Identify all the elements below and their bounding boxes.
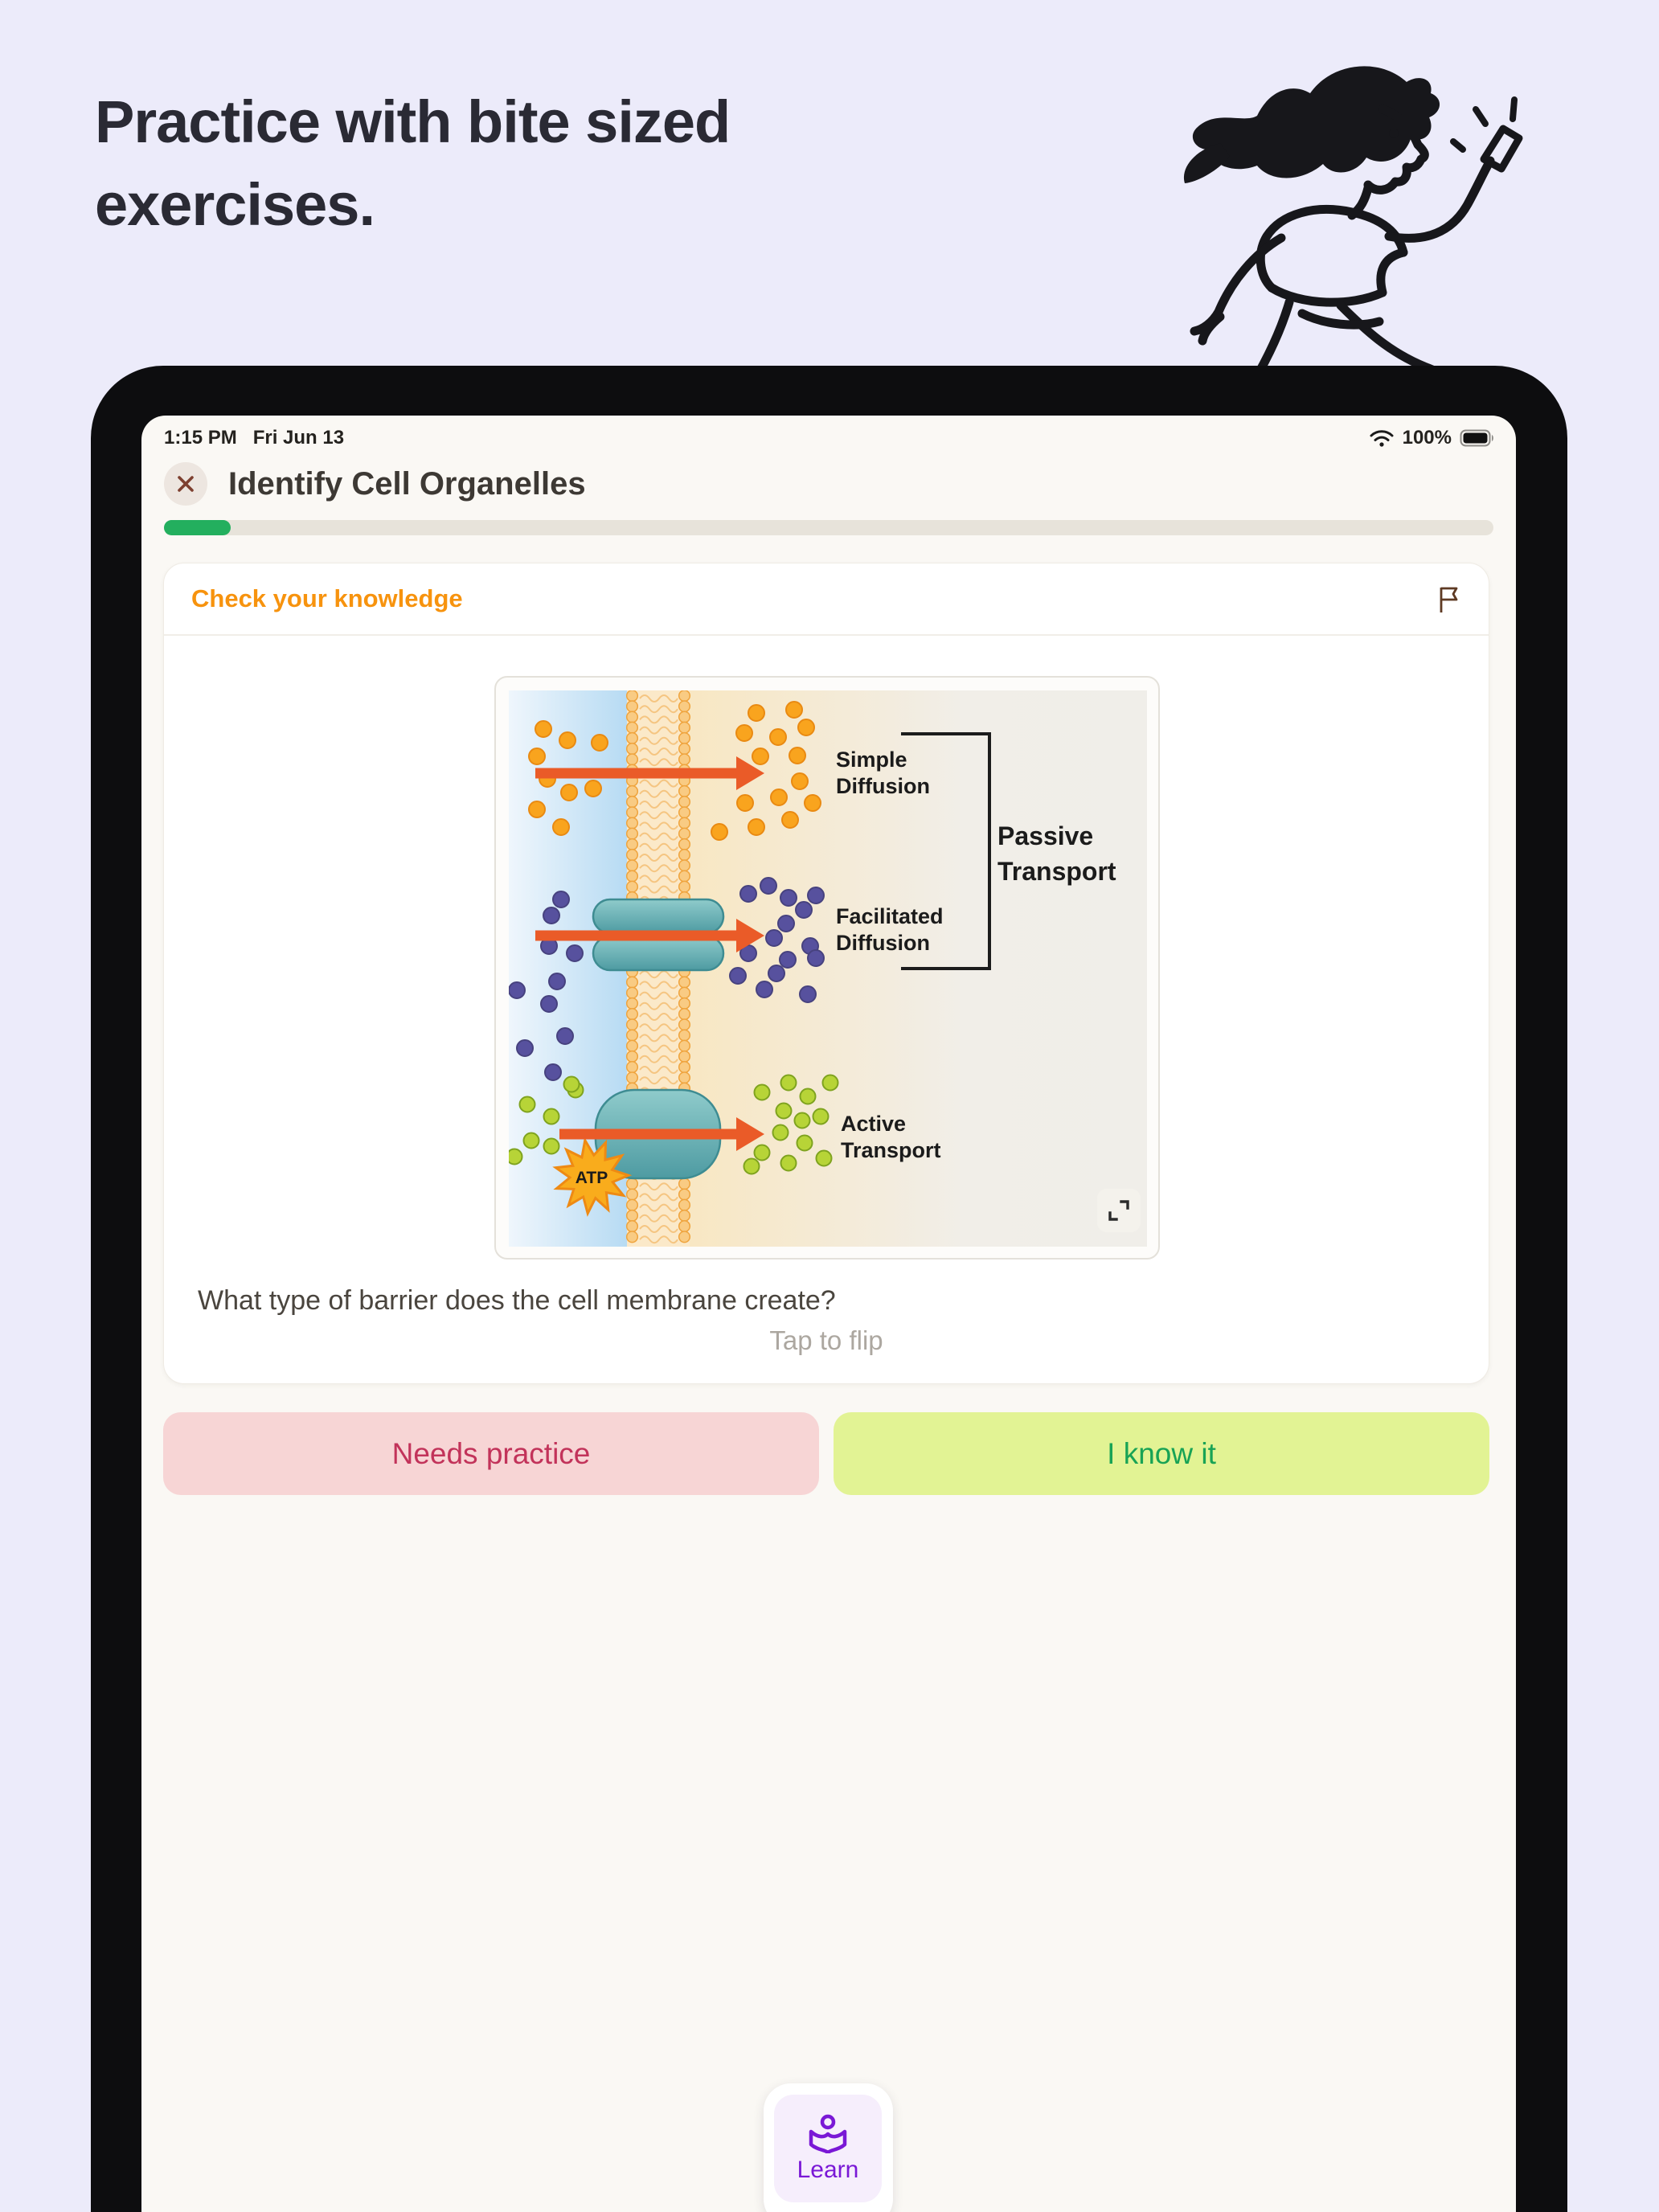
- runner-pant-line: [1297, 309, 1384, 330]
- transport-arrows: [535, 756, 764, 1151]
- runner-sparkle-3: [1450, 138, 1466, 153]
- simple-diffusion-label-2: Diffusion: [836, 774, 930, 798]
- facilitated-diffusion-label-1: Facilitated: [836, 904, 944, 928]
- active-transport-label-1: Active: [841, 1112, 906, 1136]
- expand-image-button[interactable]: [1097, 1189, 1141, 1232]
- status-bar: 1:15 PM Fri Jun 13 100%: [164, 425, 1495, 451]
- molecule-dots: [509, 701, 839, 1175]
- wifi-icon: [1370, 430, 1394, 447]
- flashcard-question: What type of barrier does the cell membr…: [198, 1285, 836, 1316]
- runner-hair: [1192, 66, 1440, 178]
- facilitated-channel-protein: [592, 898, 725, 972]
- ipad-screen: 1:15 PM Fri Jun 13 100%: [141, 416, 1516, 2212]
- card-section-label: Check your knowledge: [191, 584, 463, 612]
- passive-transport-bracket: [901, 732, 991, 970]
- battery-percent: 100%: [1402, 427, 1452, 449]
- learn-book-icon: [809, 2114, 847, 2153]
- needs-practice-button[interactable]: Needs practice: [163, 1412, 819, 1495]
- runner-sparkle-1: [1473, 106, 1489, 127]
- learn-dock: Learn: [764, 2083, 893, 2212]
- status-date: Fri Jun 13: [252, 427, 345, 449]
- learn-label: Learn: [797, 2157, 859, 2183]
- active-transport-label-2: Transport: [841, 1138, 941, 1162]
- card-header: Check your knowledge: [164, 563, 1489, 636]
- runner-illustration: [1183, 66, 1523, 384]
- lesson-header: Identify Cell Organelles: [164, 461, 586, 507]
- runner-shirt: [1256, 205, 1408, 293]
- simple-diffusion-label-1: Simple: [836, 748, 907, 772]
- runner-shirt-hem: [1267, 248, 1408, 307]
- close-button[interactable]: [164, 462, 207, 506]
- i-know-it-button[interactable]: I know it: [834, 1412, 1489, 1495]
- cell-transport-diagram: ATP Simple: [494, 676, 1160, 1260]
- battery-icon: [1460, 429, 1493, 447]
- progress-fill: [164, 520, 231, 535]
- tap-to-flip-hint[interactable]: Tap to flip: [769, 1325, 883, 1355]
- passive-transport-label-2: Transport: [997, 857, 1116, 886]
- facilitated-diffusion-label-2: Diffusion: [836, 931, 930, 955]
- ipad-frame: 1:15 PM Fri Jun 13 100%: [91, 366, 1567, 2212]
- runner-front-arm: [1384, 156, 1495, 243]
- runner-sparkle-2: [1509, 96, 1518, 122]
- answer-actions: Needs practice I know it: [163, 1412, 1489, 1495]
- runner-eye: [1389, 129, 1399, 138]
- diagram-figure: ATP Simple: [509, 690, 1147, 1247]
- flag-button[interactable]: [1437, 584, 1461, 614]
- atp-label: ATP: [576, 1169, 608, 1187]
- lesson-title: Identify Cell Organelles: [228, 465, 586, 502]
- runner-back-arm: [1190, 233, 1286, 346]
- status-time: 1:15 PM: [164, 427, 237, 449]
- flag-icon: [1440, 587, 1458, 612]
- close-icon: [178, 476, 194, 492]
- atp-star: ATP: [552, 1137, 633, 1217]
- progress-bar: [164, 520, 1493, 535]
- runner-phone: [1480, 125, 1523, 173]
- runner-hair-strand: [1183, 143, 1230, 183]
- hero-heading: Practice with bite sized exercises.: [95, 88, 731, 238]
- expand-icon: [1108, 1200, 1129, 1221]
- runner-face: [1363, 104, 1429, 195]
- flashcard[interactable]: Check your knowledge: [163, 563, 1489, 1384]
- learn-button[interactable]: Learn: [774, 2095, 882, 2202]
- passive-transport-label-1: Passive: [997, 821, 1093, 850]
